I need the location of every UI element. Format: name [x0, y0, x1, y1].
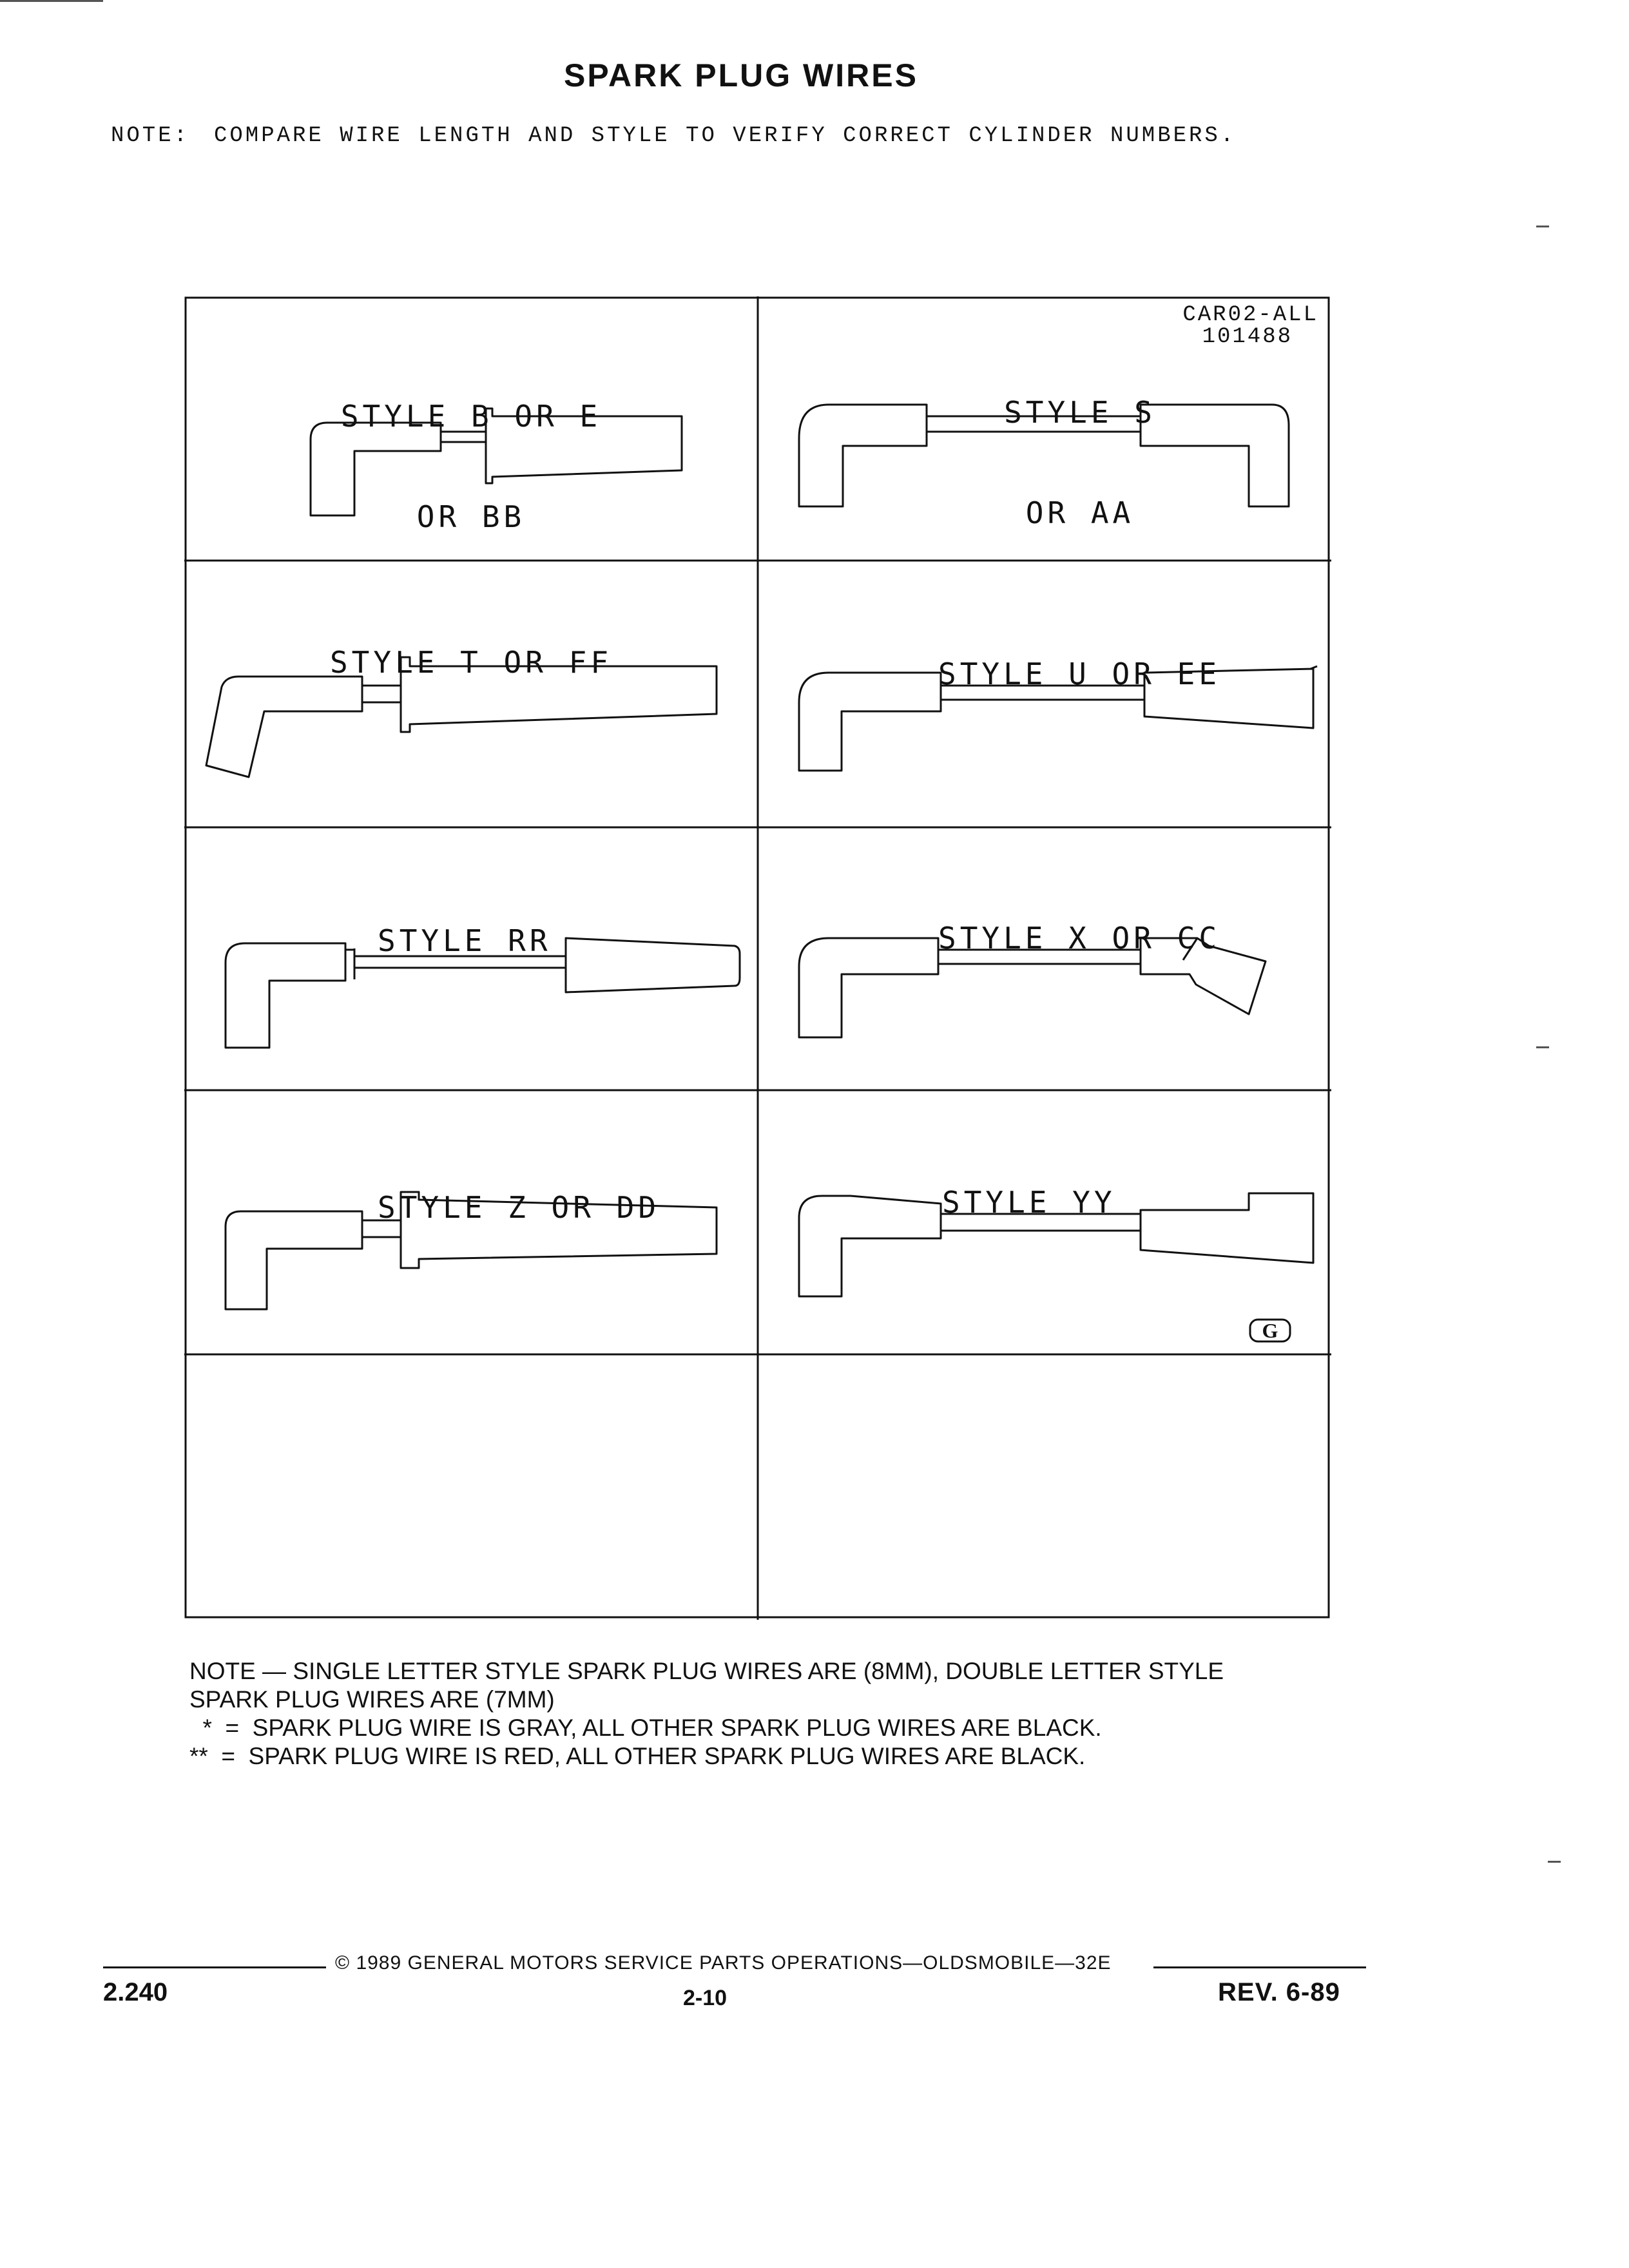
scan-mark [0, 0, 103, 2]
footer-rule-left [103, 1966, 326, 1968]
cell-label-z-dd: STYLE Z OR DD [378, 1124, 738, 1291]
cell-label-line: OR AA [1025, 495, 1135, 530]
note-line-red: ** = SPARK PLUG WIRE IS RED, ALL OTHER S… [189, 1743, 1086, 1769]
diagram-code-line1: CAR02-ALL [1182, 303, 1318, 327]
cell-label-s-aa: STYLE S OR AA [938, 329, 1222, 597]
page-title: SPARK PLUG WIRES [564, 57, 918, 93]
cell-label-line: STYLE T OR FF [329, 645, 613, 680]
footer-copyright: © 1989 GENERAL MOTORS SERVICE PARTS OPER… [335, 1952, 1112, 1974]
wire-drawing-yy [798, 1192, 1315, 1298]
margin-mark [1536, 1046, 1549, 1048]
note-line: NOTE — SINGLE LETTER STYLE SPARK PLUG WI… [189, 1658, 1224, 1684]
gm-logo-mark [1249, 1318, 1291, 1343]
margin-mark [1536, 226, 1549, 227]
cell-label-line: STYLE Z OR DD [378, 1190, 660, 1225]
top-note: NOTE: COMPARE WIRE LENGTH AND STYLE TO VE… [111, 124, 1236, 148]
wire-drawing-t-ff [205, 656, 718, 778]
cell-label-line: OR BB [416, 499, 526, 534]
footer-page-number: 2-10 [683, 1986, 728, 2010]
cell-label-line: STYLE X OR CC [938, 921, 1221, 956]
cell-label-line: STYLE YY [942, 1185, 1116, 1220]
wire-drawing-z-dd [224, 1191, 718, 1311]
margin-mark [1548, 1861, 1561, 1863]
footer-section-number: 2.240 [103, 1978, 168, 2006]
cell-label-line: STYLE B OR E [340, 399, 602, 434]
cell-label-line: STYLE U OR EE [938, 657, 1221, 691]
wire-drawing-b-e-bb [309, 407, 683, 517]
top-note-text: COMPARE WIRE LENGTH AND STYLE TO VERIFY … [214, 124, 1237, 148]
wire-drawing-s-aa [798, 403, 1290, 508]
note-line-gray: * = SPARK PLUG WIRE IS GRAY, ALL OTHER S… [189, 1715, 1102, 1741]
cell-label-b-e-bb: STYLE B OR E OR BB [184, 332, 758, 601]
footer-rule-right [1153, 1966, 1366, 1968]
cell-label-u-ee: STYLE U OR EE [938, 590, 1357, 758]
cell-label-line: STYLE S [1004, 395, 1156, 430]
cell-label-rr: STYLE RR [378, 857, 635, 1024]
wire-style-diagram [184, 296, 1331, 1620]
wire-drawing-x-cc [798, 937, 1267, 1039]
wire-size-notes: NOTE — SINGLE LETTER STYLE SPARK PLUG WI… [189, 1657, 1336, 1771]
top-note-label: NOTE: [111, 124, 190, 148]
cell-label-line: STYLE RR [378, 923, 552, 958]
cell-label-t-ff: STYLE T OR FF [184, 579, 758, 746]
diagram-code-line2: 101488 [1202, 325, 1293, 349]
note-line: SPARK PLUG WIRES ARE (7MM) [189, 1686, 555, 1713]
wire-drawing-rr [224, 937, 741, 1049]
footer-revision: REV. 6-89 [1218, 1978, 1340, 2006]
wire-drawing-u-ee [798, 665, 1318, 772]
diagram-code: CAR02-ALL 101488 [1086, 304, 1318, 348]
gm-logo-letter: G [1262, 1319, 1278, 1342]
cell-label-x-cc: STYLE X OR CC [938, 854, 1357, 1022]
cell-label-yy: STYLE YY [942, 1119, 1200, 1286]
wire-style-grid: STYLE B OR E OR BB STYLE S OR AA CAR02-A… [184, 296, 1331, 1620]
